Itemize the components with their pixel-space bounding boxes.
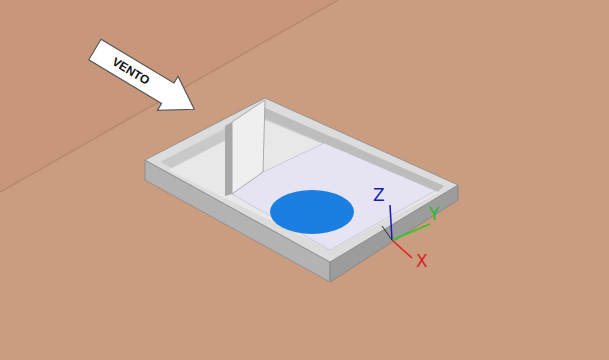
back-wall-inner <box>265 108 444 192</box>
axes <box>382 205 430 258</box>
y-axis <box>392 224 430 240</box>
wall-panel-edge <box>225 122 232 196</box>
box-rim <box>145 98 458 262</box>
box-inner-floor-shadow <box>168 120 440 250</box>
axis-label: Z <box>373 187 385 204</box>
z-axis <box>390 205 392 240</box>
axis-label: Y <box>429 206 439 223</box>
box-inner-wall <box>160 108 444 250</box>
target-ellipse <box>270 190 354 234</box>
arrow-outline <box>85 32 205 126</box>
open-box <box>145 98 458 282</box>
x-axis <box>392 240 412 258</box>
wall-panel <box>232 100 265 194</box>
wind-label: VENTO <box>110 55 152 88</box>
axis-label: X <box>416 253 428 270</box>
axis-ref <box>382 226 392 240</box>
